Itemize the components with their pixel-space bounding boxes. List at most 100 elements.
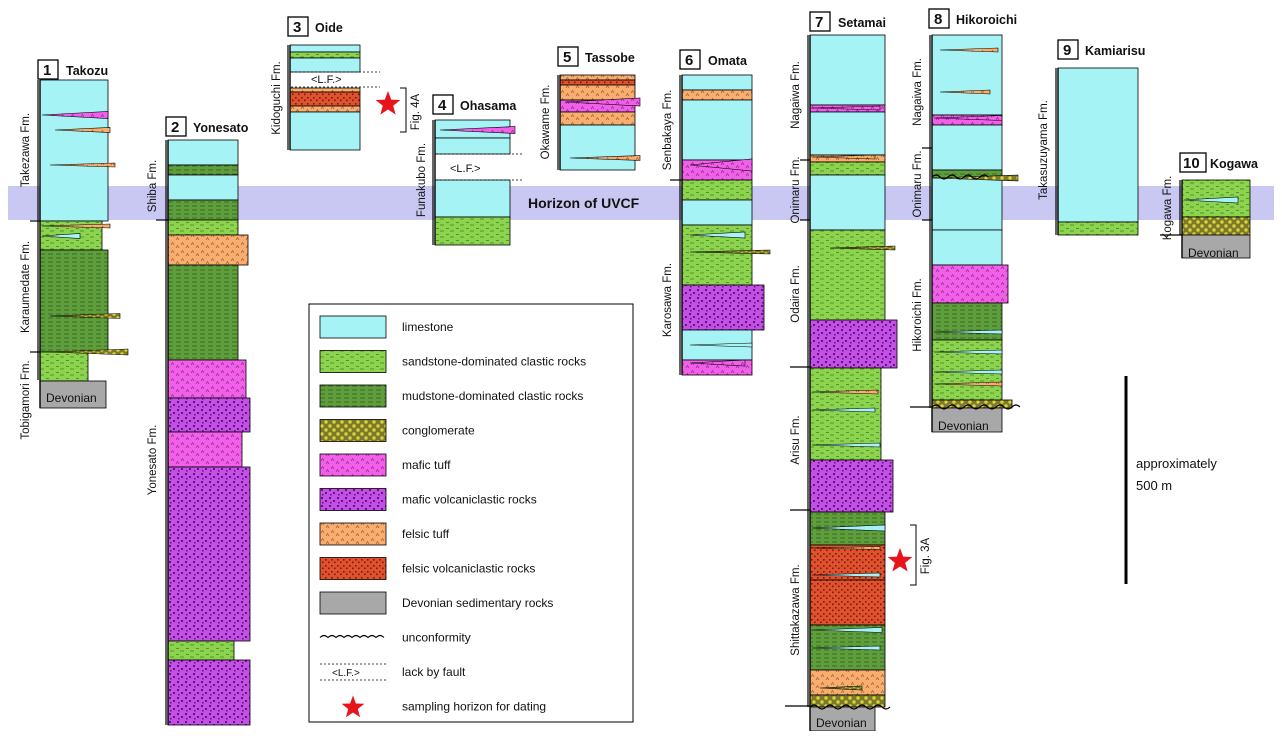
formation-boundary-ticks [30, 35, 1182, 725]
section-number: 8 [934, 11, 942, 28]
layer-limestone-col4 [434, 137, 511, 155]
layer-limestone-col2 [167, 139, 239, 166]
layer-limestone-col6 [681, 74, 753, 91]
formation-label-takasuzuyama: Takasuzuyama Fm. [1038, 100, 1050, 200]
layer-mafic-volcaniclastic-col2 [167, 466, 251, 642]
legend-box [308, 303, 634, 723]
layer-felsic-volcaniclastic-col3 [289, 91, 361, 107]
legend-item-felsic-volcaniclastic: felsic volcaniclastic rocks [319, 557, 535, 580]
lens-felsic-tuff [811, 389, 879, 395]
legend-star-symbol [341, 695, 365, 718]
formation-label-takezawa: Takezawa Fm. [20, 113, 32, 187]
lack-by-fault-label-3: <L.F.> [311, 74, 342, 86]
devonian-label-10: Devonian [1188, 246, 1239, 260]
layer-mafic-tuff-col2 [167, 359, 247, 399]
lens-conglomerate [829, 245, 896, 251]
legend-label: felsic volcaniclastic rocks [402, 562, 535, 576]
legend-label: mafic tuff [402, 458, 451, 472]
lens-limestone [933, 369, 1003, 375]
legend-swatch [319, 557, 387, 580]
formation-label-funakubo: Funakubo Fm. [416, 143, 428, 217]
section-name: Yonesato [193, 121, 249, 135]
lens-limestone [1183, 196, 1239, 204]
layer-mafic-tuff-col2 [167, 431, 243, 468]
layer-felsic-tuff-col2 [167, 234, 249, 266]
formation-label-nagaiwa-8: Nagaiwa Fm. [912, 58, 924, 126]
column-outlines [39, 35, 1183, 731]
legend-label: conglomerate [402, 424, 475, 438]
legend-swatch [319, 453, 387, 477]
lens-mafic-tuff [689, 359, 746, 367]
layer-felsic-tuff-col7 [809, 669, 886, 696]
lens-felsic-tuff [569, 155, 641, 161]
legend-item-mafic-volcaniclastic: mafic volcaniclastic rocks [319, 488, 537, 511]
section-number: 10 [1183, 155, 1200, 172]
legend-item-mudstone: mudstone-dominated clastic rocks [319, 384, 583, 408]
formation-label-yonesato: Yonesato Fm. [147, 425, 159, 496]
legend-item-sampling: sampling horizon for dating [341, 695, 546, 718]
formation-label-onimaru-7: Onimaru Fm. [790, 156, 802, 223]
lens-felsic-tuff [811, 154, 876, 160]
unconformity-line [931, 404, 1021, 410]
legend-label: unconformity [402, 631, 471, 645]
legend-swatch [319, 522, 387, 546]
formation-label-shittakazawa: Shittakazawa Fm. [790, 564, 802, 655]
section-header-4: 4 Ohasama [432, 94, 517, 115]
layer-limestone-col9 [1057, 67, 1139, 223]
layer-felsic-volcaniclastic-col7 [809, 579, 886, 626]
formation-label-odaira: Odaira Fm. [790, 265, 802, 323]
lens-limestone [811, 645, 881, 651]
legend-swatch [319, 591, 387, 615]
legend-swatch [319, 350, 387, 373]
section-header-10: 10 Kogawa [1179, 152, 1259, 173]
scale-label-line1: approximately [1136, 456, 1217, 471]
uvcf-horizon-label: Horizon of UVCF [528, 195, 640, 211]
layer-limestone-col5 [559, 124, 636, 171]
layer-conglomerate-col10 [1181, 216, 1251, 236]
layer-limestone-col8 [931, 177, 1003, 231]
layer-limestone-col1 [39, 79, 109, 222]
formation-label-onimaru-8: Onimaru Fm. [912, 150, 924, 217]
lens-limestone [689, 342, 753, 348]
legend-swatch [319, 315, 387, 339]
layer-devonian-col1 [39, 380, 107, 409]
layer-mafic-volcaniclastic-col2 [167, 397, 251, 433]
section-name: Kogawa [1210, 157, 1259, 171]
section-header-2: 2 Yonesato [165, 116, 249, 137]
fig-bracket-setamai [910, 524, 917, 586]
scale-label-line2: 500 m [1136, 478, 1172, 493]
layer-sandstone-col8 [931, 339, 1003, 401]
section-header-7: 7 Setamai [809, 11, 886, 32]
layer-sandstone-col4 [434, 216, 511, 246]
legend-item-mafic-tuff: mafic tuff [319, 453, 451, 477]
layer-sandstone-col9 [1057, 221, 1139, 236]
section-header-5: 5 Tassobe [557, 46, 635, 67]
legend-label: sampling horizon for dating [402, 700, 546, 714]
layer-sandstone-col2 [167, 219, 239, 236]
layer-limestone-col8 [931, 124, 1003, 171]
unconformity-line [931, 174, 989, 180]
lens-limestone [811, 524, 886, 532]
layer-limestone-col2 [167, 174, 239, 201]
legend-unconformity-symbol [319, 634, 385, 639]
section-number: 5 [563, 49, 571, 66]
section-name: Setamai [838, 16, 886, 30]
section-name: Tassobe [585, 51, 635, 65]
section-number: 3 [293, 19, 301, 36]
lens-felsic-tuff [939, 89, 991, 95]
sampling-star-oide [375, 91, 401, 115]
layer-felsic-tuff-col6 [681, 89, 753, 101]
formation-label-senbakaya: Senbakaya Fm. [662, 90, 674, 171]
formation-label-kidoguchi: Kidoguchi Fm. [271, 61, 283, 135]
lens-conglomerate [49, 348, 129, 356]
legend-item-conglomerate: conglomerate [319, 419, 475, 442]
lens-limestone [811, 407, 876, 413]
lens-conglomerate [49, 313, 121, 319]
lens-limestone [811, 572, 881, 578]
section-header-9: 9 Kamiarisu [1057, 39, 1145, 60]
formation-label-kogawa: Kogawa Fm. [1162, 176, 1174, 241]
layer-mudstone-col2 [167, 199, 239, 221]
layer-sandstone-col7 [809, 161, 886, 176]
